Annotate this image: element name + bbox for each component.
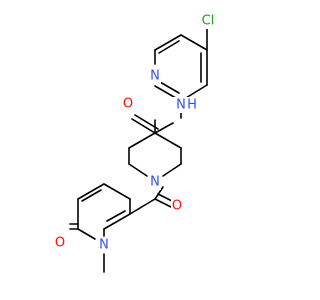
svg-text:O: O — [55, 236, 65, 251]
bond — [131, 118, 156, 134]
bond — [103, 213, 131, 230]
bond — [103, 183, 131, 200]
ketone-oxygen-label: O — [171, 198, 183, 214]
bond — [154, 186, 164, 200]
piperidine-nitrogen-label: N — [149, 174, 161, 190]
bond — [128, 163, 148, 177]
svg-text:Cl: Cl — [202, 14, 215, 29]
svg-text:N: N — [99, 238, 109, 253]
bond — [154, 34, 182, 51]
molecule-diagram: Cl N N H O N O — [54, 13, 218, 273]
pyridine-nitrogen-label: N — [149, 68, 161, 84]
svg-text:O: O — [172, 199, 182, 214]
svg-text:N: N — [150, 69, 160, 84]
amide-nitrogen-label: N H — [172, 97, 197, 113]
bond — [134, 114, 159, 130]
bond — [81, 189, 102, 202]
bond — [77, 228, 96, 240]
pyridone-nitrogen-label: N — [98, 237, 110, 253]
svg-text:N: N — [150, 175, 160, 190]
bond — [158, 40, 180, 54]
bond — [162, 163, 182, 177]
amide-oxygen-label: O — [122, 96, 134, 112]
svg-text:N: N — [176, 98, 186, 113]
bond — [128, 132, 156, 149]
bond — [154, 132, 182, 149]
chlorine-label: Cl — [199, 13, 218, 29]
bond — [154, 198, 172, 208]
structure-svg: Cl N N H O N O — [54, 13, 218, 273]
bond — [180, 34, 208, 51]
svg-text:O: O — [123, 97, 133, 112]
svg-text:H: H — [187, 98, 197, 113]
bond — [154, 122, 174, 134]
bond — [77, 183, 105, 200]
pyridone-oxygen-label: O — [54, 235, 66, 251]
atom-labels: Cl N N H O N O — [54, 13, 218, 253]
bonds — [69, 27, 208, 273]
bond — [159, 81, 180, 94]
bond — [106, 210, 126, 222]
bond — [129, 198, 156, 215]
